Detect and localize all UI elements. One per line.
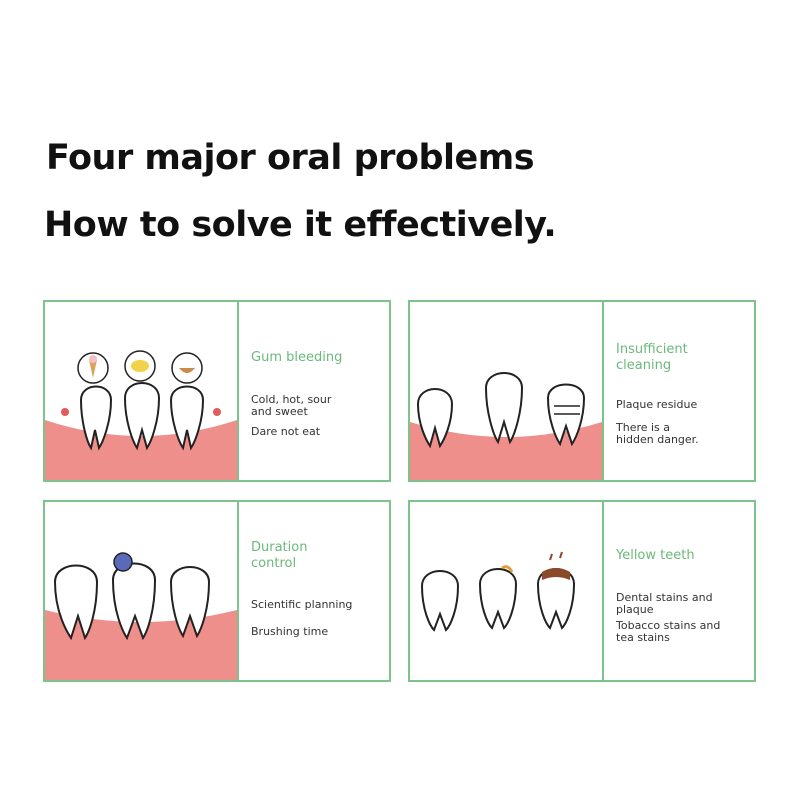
card-line: Brushing time xyxy=(251,625,329,638)
card-line: Scientific planning xyxy=(251,598,353,611)
teeth-illustration xyxy=(410,502,604,680)
card-line: Tobacco stains and tea stains xyxy=(616,619,721,644)
card-line: Cold, hot, sour and sweet xyxy=(251,393,332,418)
card-line: Plaque residue xyxy=(616,398,698,411)
card-yellow-teeth: Yellow teeth Dental stains and plaque To… xyxy=(408,500,756,682)
card-title: Yellow teeth xyxy=(616,548,695,563)
teeth-illustration xyxy=(45,302,239,480)
card-title: Duration control xyxy=(251,540,308,571)
headline-line-1: Four major oral problems xyxy=(46,138,535,178)
card-gum-bleeding: Gum bleeding Cold, hot, sour and sweet D… xyxy=(43,300,391,482)
card-line: Dental stains and plaque xyxy=(616,591,713,616)
card-line: Dare not eat xyxy=(251,425,321,438)
card-title: Gum bleeding xyxy=(251,350,343,365)
card-insufficient-cleaning: Insufficient cleaning Plaque residue The… xyxy=(408,300,756,482)
card-duration-control: Duration control Scientific planning Bru… xyxy=(43,500,391,682)
card-line: There is a hidden danger. xyxy=(616,421,699,446)
teeth-illustration xyxy=(45,502,239,680)
teeth-illustration xyxy=(410,302,604,480)
headline-line-2: How to solve it effectively. xyxy=(44,205,557,245)
card-title: Insufficient cleaning xyxy=(616,342,688,373)
